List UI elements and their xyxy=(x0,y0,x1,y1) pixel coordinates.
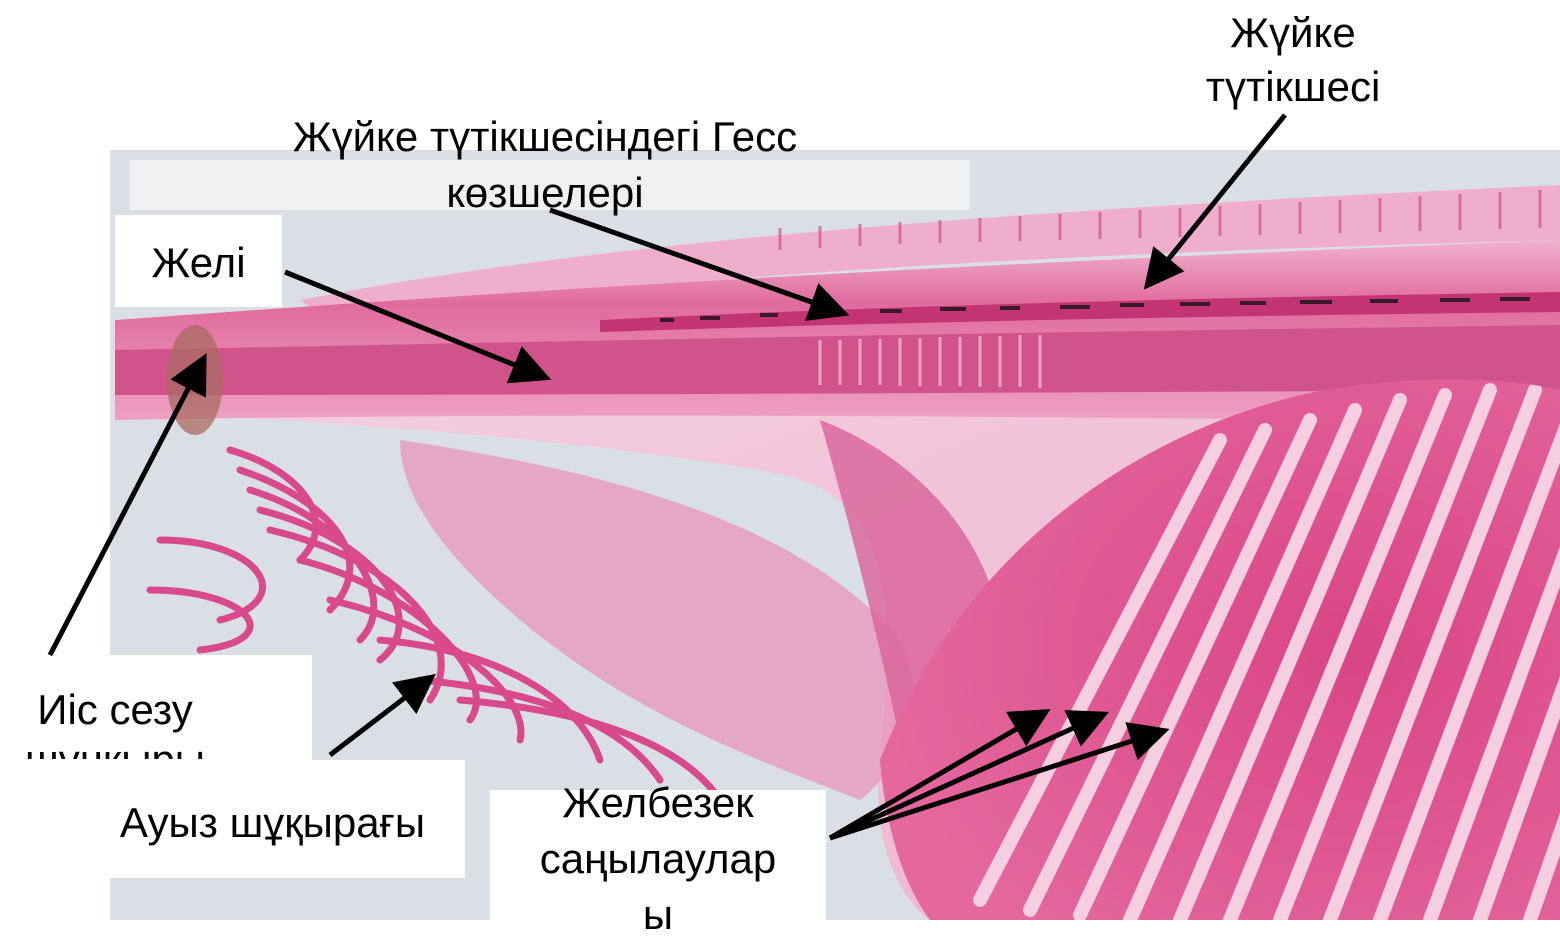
label-gill-line1: Желбезек xyxy=(490,778,826,828)
label-olfactory-line2: шұңқыры xyxy=(0,735,230,759)
label-nerve-tube-line2: түтікшесі xyxy=(1178,62,1408,112)
label-gill-line3: ы xyxy=(490,890,826,937)
label-hesse-line1: Жүйке түтікшесіндегі Гесс xyxy=(240,112,850,162)
label-olfactory-line1: Иіс сезу xyxy=(0,685,230,735)
label-oral-cirri: Ауыз шұқырағы xyxy=(80,798,465,848)
label-nerve-tube-line1: Жүйке xyxy=(1188,8,1398,58)
label-gill-line2: саңылаулар xyxy=(490,834,826,884)
label-notochord: Желі xyxy=(115,238,282,288)
label-hesse-line2: көзшелері xyxy=(420,168,670,218)
